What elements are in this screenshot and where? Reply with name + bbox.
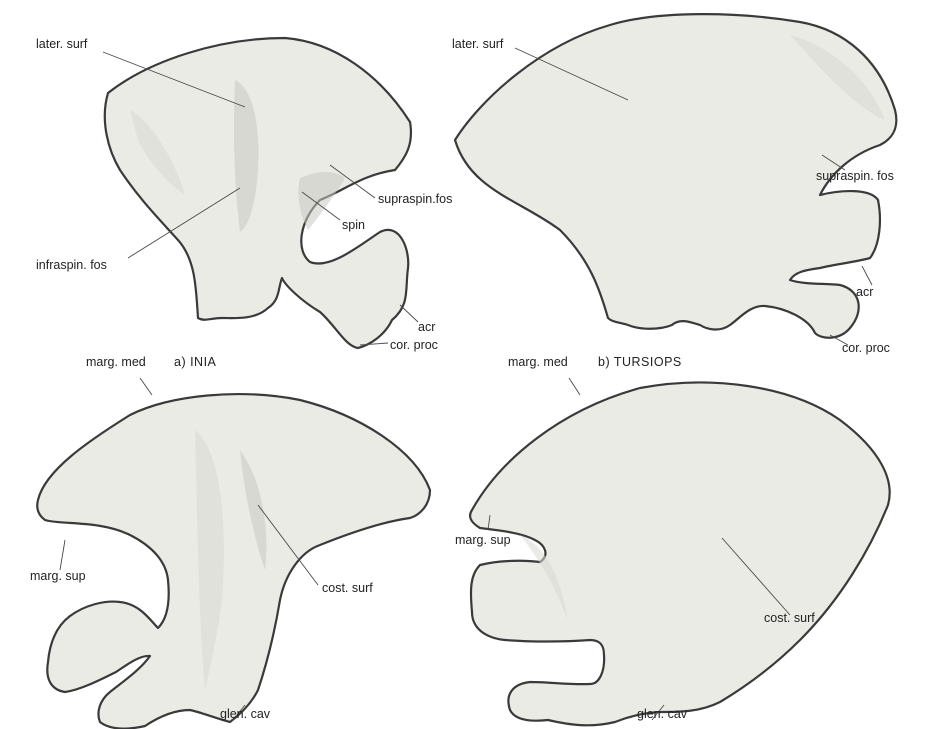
- label-b-marg-med: marg. med: [508, 355, 568, 369]
- label-d-marg-sup: marg. sup: [455, 533, 511, 547]
- caption-b-tursiops: b) TURSIOPS: [598, 355, 682, 369]
- label-a-cor-proc: cor. proc: [390, 338, 438, 352]
- label-c-marg-sup: marg. sup: [30, 569, 86, 583]
- label-b-cor-proc: cor. proc: [842, 341, 890, 355]
- caption-a-inia: a) INIA: [174, 355, 217, 369]
- label-b-supraspin-fos: supraspin. fos: [816, 169, 894, 183]
- label-b-later-surf: later. surf: [452, 37, 504, 51]
- panel-d-tursiops-costal: marg. sup cost. surf glen. cav: [455, 383, 890, 726]
- label-d-cost-surf: cost. surf: [764, 611, 815, 625]
- label-c-cost-surf: cost. surf: [322, 581, 373, 595]
- leader-c-marg-sup: [60, 540, 65, 570]
- label-b-acr: acr: [856, 285, 873, 299]
- inia-lateral-blade: [105, 38, 411, 348]
- inia-costal-blade: [37, 394, 430, 729]
- label-a-infraspin-fos: infraspin. fos: [36, 258, 107, 272]
- tursiops-costal-blade: [470, 383, 890, 726]
- leader-b-marg-med: [569, 378, 580, 395]
- label-a-later-surf: later. surf: [36, 37, 88, 51]
- leader-a-marg-med: [140, 378, 152, 395]
- leader-b-acr: [862, 266, 872, 285]
- label-a-supraspin-fos: supraspin.fos: [378, 192, 452, 206]
- panel-b-tursiops-lateral: later. surf supraspin. fos acr cor. proc…: [452, 14, 896, 395]
- label-d-glen-cav: glen. cav: [637, 707, 688, 721]
- label-a-acr: acr: [418, 320, 435, 334]
- label-c-glen-cav: glen. cav: [220, 707, 271, 721]
- inia-spine-ridge: [298, 172, 345, 230]
- panel-c-inia-costal: marg. sup cost. surf glen. cav: [30, 394, 430, 729]
- leader-a-acr: [400, 305, 418, 322]
- label-a-spin: spin: [342, 218, 365, 232]
- label-a-marg-med: marg. med: [86, 355, 146, 369]
- panel-a-inia-lateral: later. surf supraspin.fos spin infraspin…: [36, 37, 452, 395]
